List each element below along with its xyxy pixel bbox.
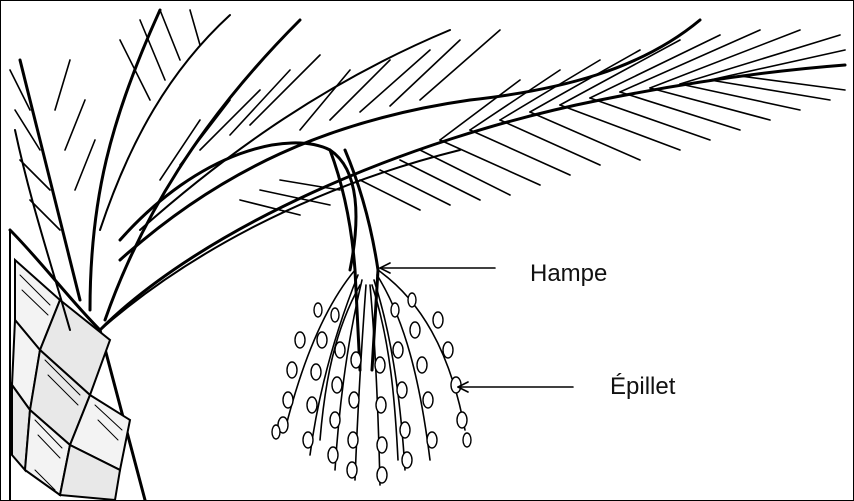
palm-fronds xyxy=(15,10,845,330)
epillet-label: Épillet xyxy=(610,375,675,399)
palm-leaflets xyxy=(10,10,845,230)
hampe-label: Hampe xyxy=(530,262,607,286)
date-fruits xyxy=(272,293,471,483)
